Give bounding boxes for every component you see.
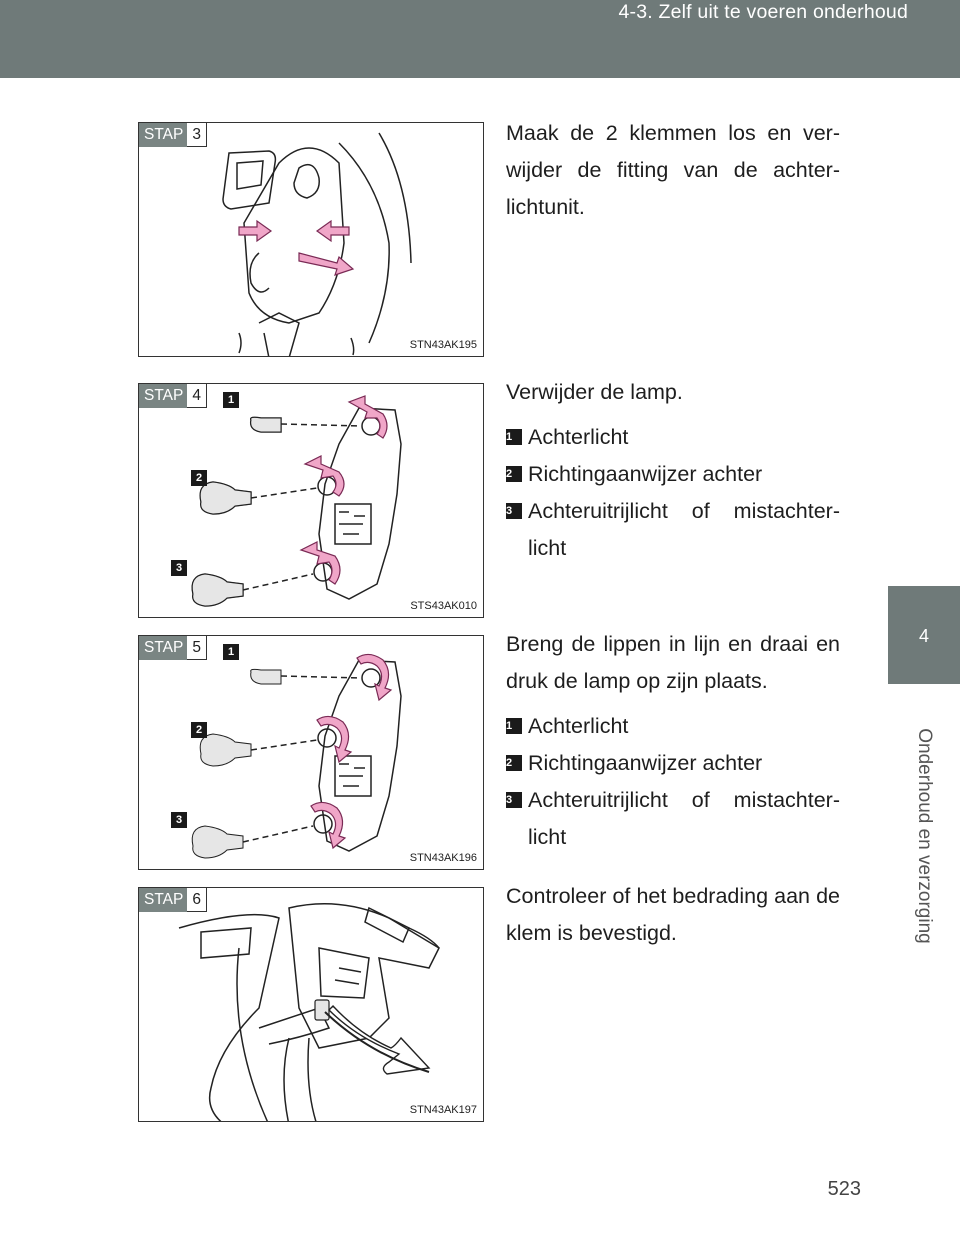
item-text: Achteruitrijlicht of mistachter-licht	[528, 788, 840, 849]
section-title: 4-3. Zelf uit te voeren onderhoud	[618, 1, 908, 23]
page-number: 523	[827, 1178, 861, 1200]
step-badge: STAP 3	[139, 123, 207, 147]
step-4-figure: 1 2 3 STAP 4 STS43AK010	[138, 383, 484, 618]
callout-2: 2	[191, 722, 207, 738]
bulb-install-illustration	[191, 653, 402, 859]
step-instruction: Maak de 2 klemmen los en ver-wijder de f…	[506, 121, 840, 219]
step-5-text: Breng de lippen in lijn en draai en druk…	[506, 626, 840, 856]
item-marker: 3	[506, 503, 522, 519]
item-marker: 2	[506, 755, 522, 771]
item-text: Richtingaanwijzer achter	[528, 462, 763, 486]
step-badge: STAP 4	[139, 384, 207, 408]
list-item: 1 Achterlicht	[506, 419, 840, 456]
list-item: 3 Achteruitrijlicht of mistachter-licht	[506, 493, 840, 567]
header-bar: 4-3. Zelf uit te voeren onderhoud	[0, 0, 960, 78]
item-marker: 3	[506, 792, 522, 808]
step-badge-label: STAP	[139, 123, 188, 147]
bulb-list: 1 Achterlicht 2 Richtingaanwijzer achter…	[506, 708, 840, 856]
item-marker: 1	[506, 429, 522, 445]
chapter-number: 4	[918, 626, 929, 646]
step-badge-number: 4	[187, 384, 207, 408]
callout-3: 3	[171, 560, 187, 576]
step-instruction: Verwijder de lamp.	[506, 380, 683, 404]
tail-light-socket-illustration	[222, 132, 412, 356]
step-3-text: Maak de 2 klemmen los en ver-wijder de f…	[506, 115, 840, 226]
figure-code: STN43AK196	[409, 852, 477, 864]
item-text: Richtingaanwijzer achter	[528, 751, 763, 775]
step-badge-label: STAP	[139, 636, 188, 660]
wiring-clamp-illustration	[178, 903, 440, 1121]
chapter-label: Onderhoud en verzorging	[914, 728, 935, 944]
step-6-figure: STAP 6 STN43AK197	[138, 887, 484, 1122]
list-item: 2 Richtingaanwijzer achter	[506, 456, 840, 493]
bulb-removal-illustration	[191, 395, 402, 607]
figure-code: STS43AK010	[410, 600, 477, 612]
step-3-figure: STAP 3 STN43AK195	[138, 122, 484, 357]
figure-code: STN43AK197	[409, 1104, 477, 1116]
callout-2: 2	[191, 470, 207, 486]
item-marker: 2	[506, 466, 522, 482]
bulb-list: 1 Achterlicht 2 Richtingaanwijzer achter…	[506, 419, 840, 567]
figure-code: STN43AK195	[409, 339, 477, 351]
item-text: Achteruitrijlicht of mistachter-licht	[528, 499, 840, 560]
step-badge-number: 3	[187, 123, 207, 147]
step-5-figure: 1 2 3 STAP 5 STN43AK196	[138, 635, 484, 870]
item-text: Achterlicht	[528, 714, 629, 738]
chapter-tab[interactable]: 4	[888, 586, 960, 684]
step-badge: STAP 5	[139, 636, 207, 660]
step-badge: STAP 6	[139, 888, 207, 912]
step-badge-number: 5	[187, 636, 207, 660]
step-instruction: Breng de lippen in lijn en draai en druk…	[506, 632, 840, 693]
step-4-text: Verwijder de lamp. 1 Achterlicht 2 Richt…	[506, 374, 840, 567]
step-badge-label: STAP	[139, 888, 188, 912]
list-item: 2 Richtingaanwijzer achter	[506, 745, 840, 782]
list-item: 1 Achterlicht	[506, 708, 840, 745]
list-item: 3 Achteruitrijlicht of mistachter-licht	[506, 782, 840, 856]
callout-1: 1	[223, 644, 239, 660]
item-marker: 1	[506, 718, 522, 734]
step-badge-number: 6	[187, 888, 207, 912]
callout-1: 1	[223, 392, 239, 408]
item-text: Achterlicht	[528, 425, 629, 449]
step-6-text: Controleer of het bedrading aan de klem …	[506, 878, 840, 952]
step-badge-label: STAP	[139, 384, 188, 408]
step-instruction: Controleer of het bedrading aan de klem …	[506, 884, 840, 945]
callout-3: 3	[171, 812, 187, 828]
